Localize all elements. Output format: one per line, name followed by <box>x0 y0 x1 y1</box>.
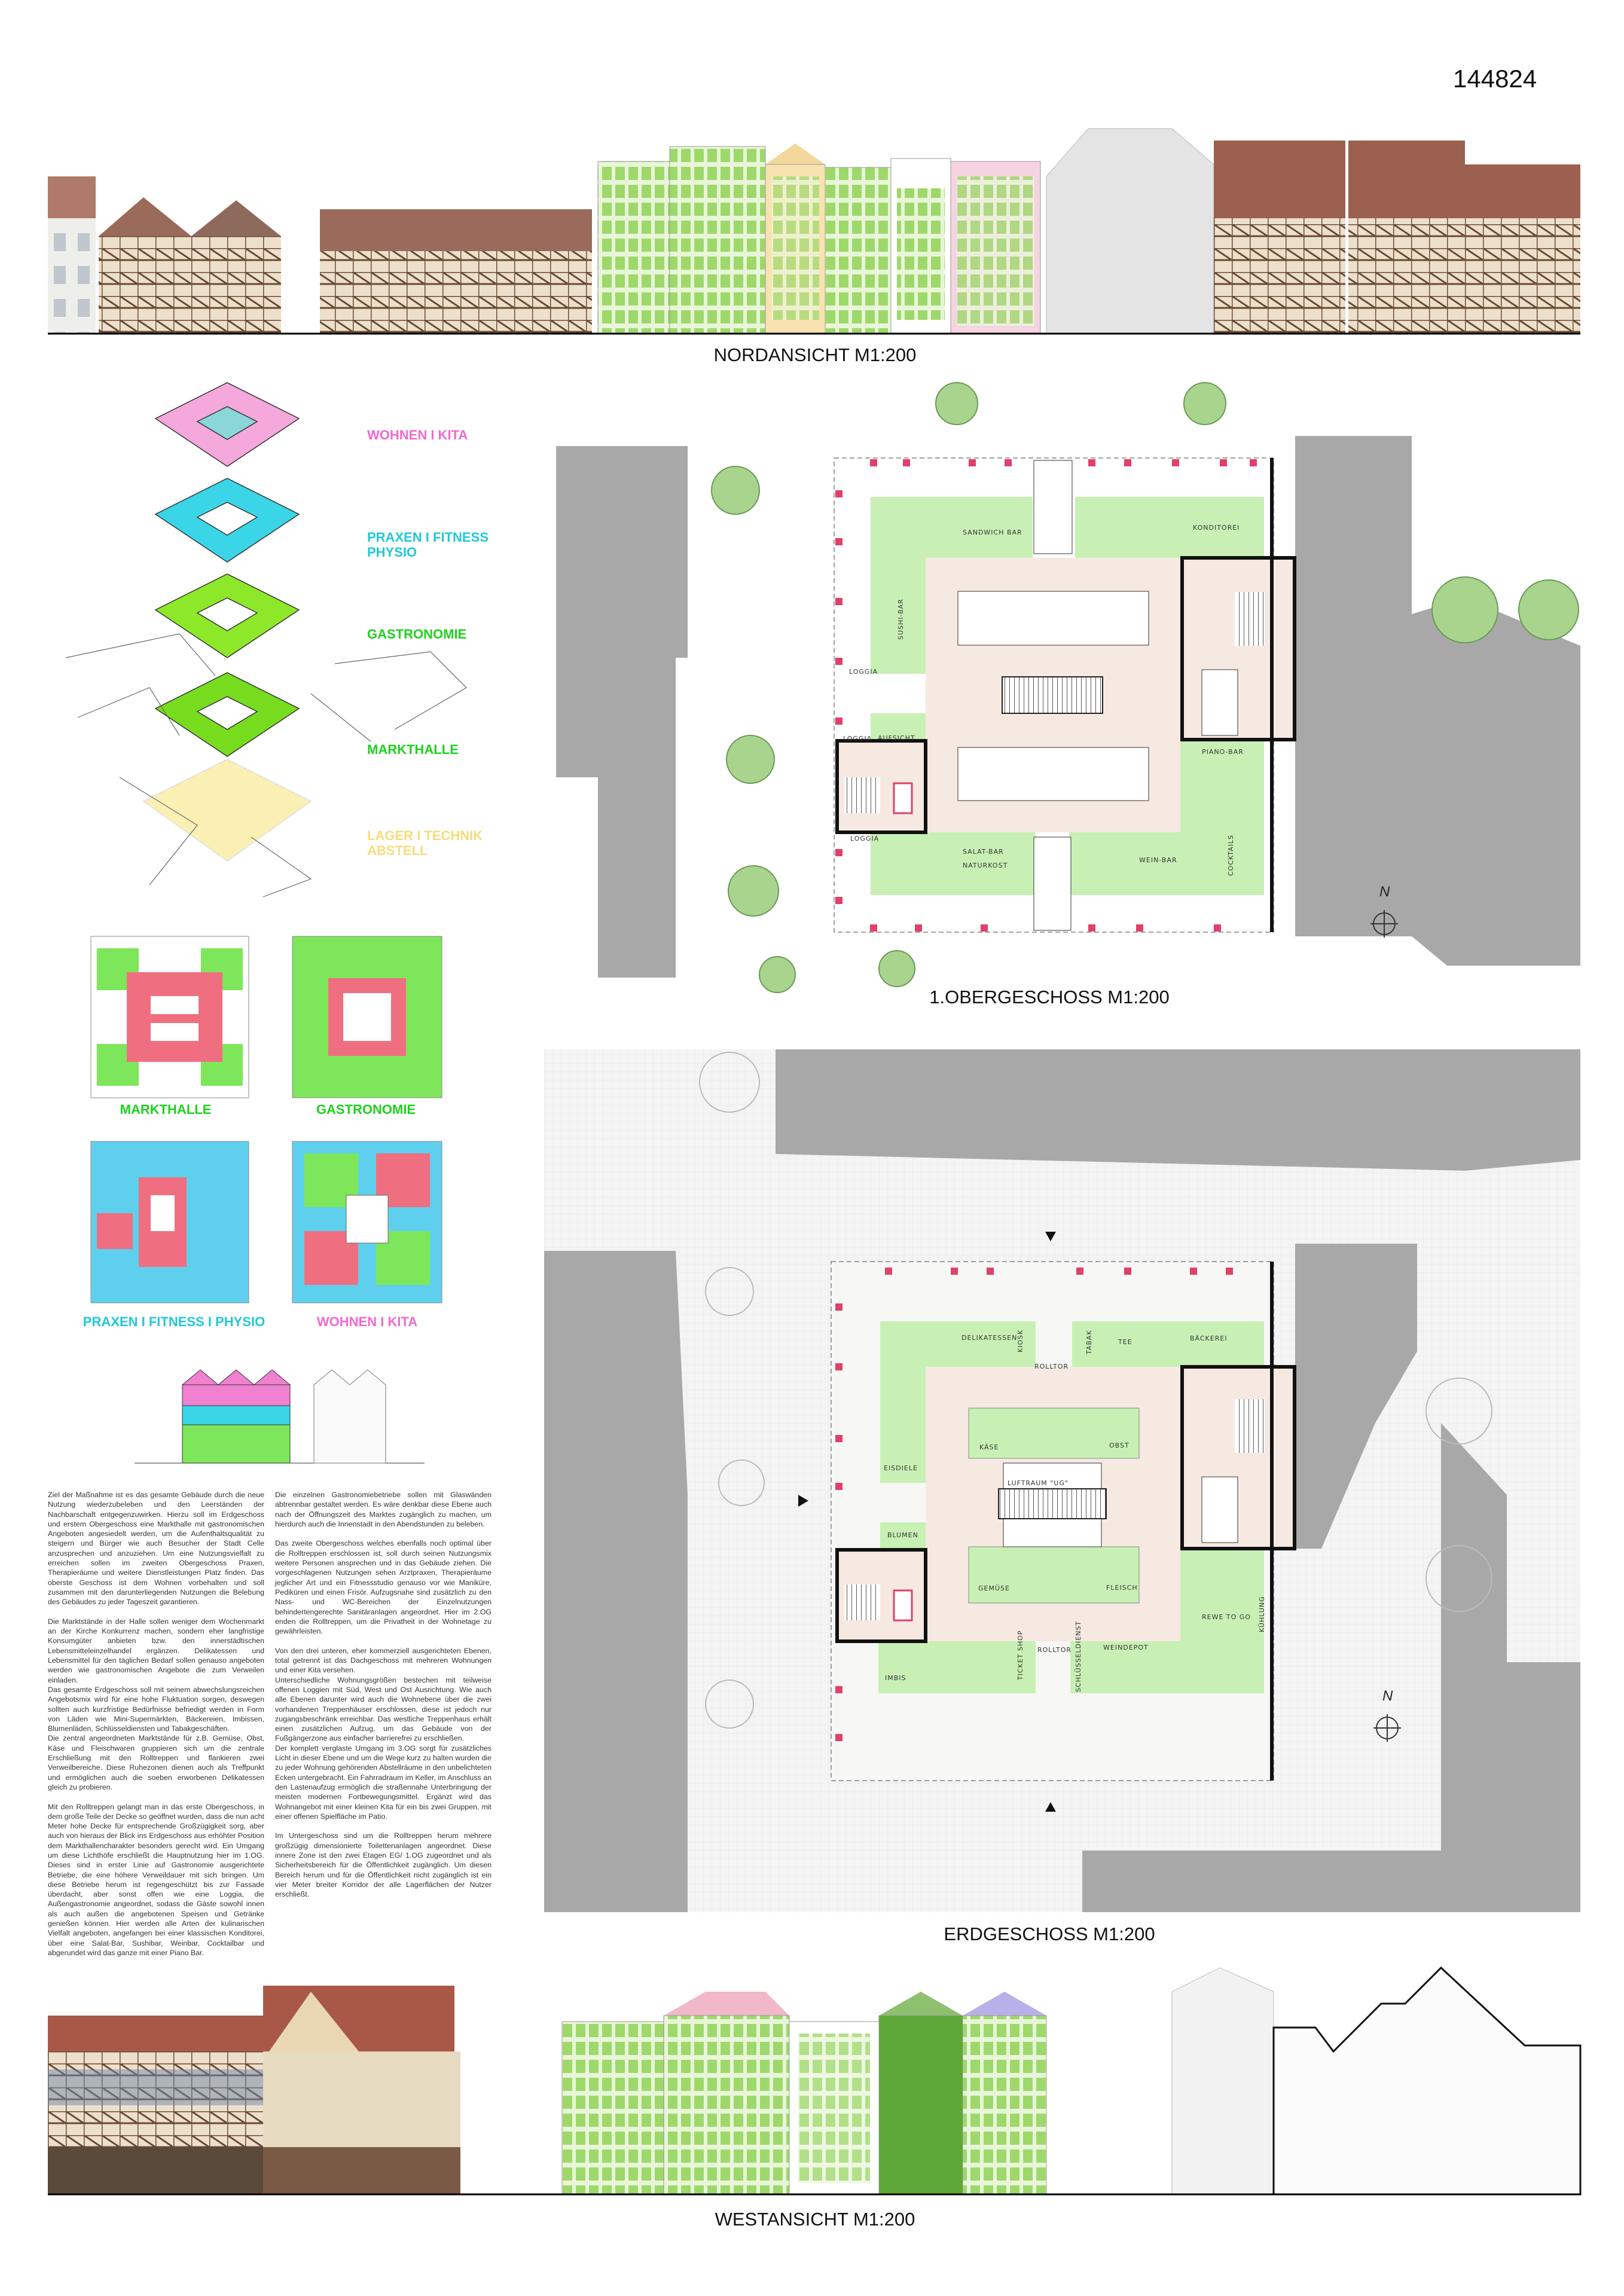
description-column-1: Ziel der Maßnahme ist es das gesamte Geb… <box>48 1490 264 1968</box>
new-building-north-facade <box>597 144 1041 334</box>
room-label: KÄSE <box>979 1443 999 1451</box>
room-label: SUSHI-BAR <box>897 599 905 640</box>
paragraph: Die zentral angeordneten Marktstände für… <box>48 1734 264 1791</box>
axo-label-wohnen: WOHNEN I KITA <box>367 428 468 442</box>
sheet-number: 144824 <box>1453 65 1537 93</box>
axo-label-gastronomie: GASTRONOMIE <box>367 627 467 642</box>
floor-eg-title: ERDGESCHOSS M1:200 <box>944 1923 1155 1944</box>
entrance-arrow-icon <box>798 1232 1056 1812</box>
room-label: BÄCKEREI <box>1190 1335 1228 1342</box>
paragraph: Der komplett verglaste Umgang im 3.OG so… <box>275 1744 492 1821</box>
west-elevation <box>48 1966 1582 2196</box>
room-label: EISDIELE <box>884 1464 918 1472</box>
trees-plan <box>699 1052 1492 1729</box>
room-label: OBST <box>1109 1442 1130 1449</box>
floor-1og-title: 1.OBERGESCHOSS M1:200 <box>929 987 1170 1007</box>
room-label: GEMÜSE <box>978 1584 1010 1592</box>
description-column-2: Die einzelnen Gastronomiebetriebe sollen… <box>275 1490 492 1909</box>
room-label: COCKTAILS <box>1227 834 1235 876</box>
usage-label-praxen: PRAXEN I FITNESS I PHYSIO <box>83 1314 265 1329</box>
room-label: WEIN-BAR <box>1139 856 1177 864</box>
paragraph: Die einzelnen Gastronomiebetriebe sollen… <box>275 1491 492 1528</box>
building-section <box>135 1369 425 1464</box>
north-label: N <box>1379 884 1390 900</box>
room-label: REWE TO GO <box>1202 1613 1251 1621</box>
paragraph: Das zweite Obergeschoss welches ebenfall… <box>275 1539 492 1636</box>
north-elevation <box>48 128 1580 335</box>
north-arrow-icon <box>1373 1714 1401 1742</box>
room-label: TEE <box>1118 1338 1132 1346</box>
columns <box>835 459 1257 932</box>
paragraph: Unterschiedliche Wohnungsgrößen besteche… <box>275 1675 492 1743</box>
usage-plan-gastronomie <box>292 936 442 1098</box>
north-arrow-icon <box>1370 910 1398 938</box>
room-label: LOGGIA <box>849 668 878 676</box>
usage-plan-markthalle <box>90 936 249 1098</box>
room-label: IMBIS <box>885 1674 906 1682</box>
room-label: NATURKOST <box>963 862 1008 869</box>
usage-label-markthalle: MARKTHALLE <box>120 1102 212 1117</box>
room-label: SCHLÜSSELDIENST <box>1074 1620 1082 1692</box>
trees <box>711 382 1579 993</box>
room-label: PIANO-BAR <box>1202 748 1244 756</box>
axo-label-markthalle: MARKTHALLE <box>367 742 459 757</box>
usage-plan-wohnen <box>292 1141 442 1303</box>
room-label: BLUMEN <box>887 1531 918 1539</box>
room-label: LUFTRAUM "UG" <box>1008 1479 1069 1487</box>
paragraph: Mit den Rolltreppen gelangt man in das e… <box>48 1802 264 1957</box>
room-label: KIOSK <box>1016 1329 1024 1352</box>
room-label: ROLLTOR <box>1034 1363 1069 1370</box>
north-elevation-title: NORDANSICHT M1:200 <box>713 344 917 365</box>
floor-plan-eg <box>544 1049 1580 1912</box>
north-label: N <box>1382 1688 1393 1704</box>
paragraph: Im Untergeschoss sind um die Rolltreppen… <box>275 1831 492 1899</box>
paragraph: Das gesamte Erdgeschoss soll mit seinem … <box>48 1685 264 1733</box>
usage-plan-praxen <box>90 1141 249 1303</box>
room-label: AUFSICHT <box>878 734 915 742</box>
axonometric-exploded <box>65 382 467 897</box>
room-label: DELIKATESSEN <box>961 1334 1018 1342</box>
room-label: SANDWICH BAR <box>963 529 1022 536</box>
room-label: LOGGIA <box>843 735 872 743</box>
room-label: ROLLTOR <box>1037 1646 1072 1654</box>
paragraph: Von den drei unteren, eher kommerziell a… <box>275 1646 492 1675</box>
usage-label-gastronomie: GASTRONOMIE <box>316 1102 416 1117</box>
room-label: WEINDEPOT <box>1103 1644 1149 1651</box>
room-label: TABAK <box>1085 1330 1093 1354</box>
usage-label-wohnen: WOHNEN I KITA <box>316 1314 418 1329</box>
new-building-west-facade <box>561 1992 1047 2195</box>
room-label: SALAT-BAR <box>963 848 1004 856</box>
room-label: LOGGIA <box>850 835 880 842</box>
floor-plan-1og <box>556 382 1580 993</box>
room-label: TICKET SHOP <box>1016 1630 1024 1680</box>
west-elevation-title: WESTANSICHT M1:200 <box>715 2209 915 2230</box>
room-label: KONDITOREI <box>1193 524 1240 532</box>
room-label: KÜHLUNG <box>1258 1596 1266 1632</box>
paragraph: Ziel der Maßnahme ist es das gesamte Geb… <box>48 1491 264 1607</box>
room-label: FLEISCH <box>1106 1584 1138 1592</box>
paragraph: Die Marktstände in der Halle sollen weni… <box>48 1617 264 1684</box>
